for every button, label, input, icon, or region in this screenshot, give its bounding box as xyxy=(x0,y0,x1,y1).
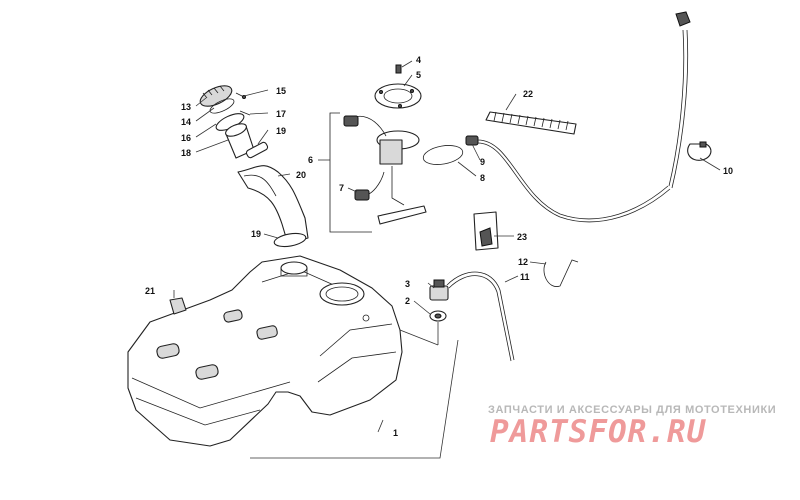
callout-8: 8 xyxy=(480,173,485,183)
filler-neck-adapter xyxy=(225,123,255,159)
hose-clamp-lower xyxy=(273,232,307,248)
callout-2: 2 xyxy=(405,296,410,306)
leader-lines xyxy=(173,60,721,459)
callout-15: 15 xyxy=(276,86,286,96)
tether-clip xyxy=(235,92,251,116)
filler-cap xyxy=(199,85,233,107)
callout-18: 18 xyxy=(181,148,191,158)
vent-tube xyxy=(446,271,515,362)
filler-hose xyxy=(237,165,309,245)
callout-10: 10 xyxy=(723,166,733,176)
pump-gasket xyxy=(422,145,464,165)
foam-pad xyxy=(169,297,187,315)
callout-3: 3 xyxy=(405,279,410,289)
callout-21: 21 xyxy=(145,286,155,296)
fuel-tank xyxy=(127,255,403,447)
callout-9: 9 xyxy=(480,157,485,167)
callouts: 1 2 3 4 5 6 7 8 9 10 11 12 13 14 15 16 1… xyxy=(145,55,733,438)
callout-14: 14 xyxy=(181,117,191,127)
hose-clamp-upper xyxy=(245,141,269,159)
callout-22: 22 xyxy=(523,89,533,99)
fuel-line xyxy=(465,135,671,223)
callout-1: 1 xyxy=(393,428,398,438)
pump-bracket-group xyxy=(329,112,372,233)
callout-4: 4 xyxy=(416,55,421,65)
callout-5: 5 xyxy=(416,70,421,80)
cap-gasket xyxy=(209,98,235,114)
pump-screw xyxy=(395,64,402,74)
protective-sleeve xyxy=(485,111,577,135)
vent-hose xyxy=(668,11,691,189)
callout-12: 12 xyxy=(518,257,528,267)
pump-retaining-ring xyxy=(374,83,422,109)
callout-17: 17 xyxy=(276,109,286,119)
fuel-pump xyxy=(343,115,427,225)
watermark-logo: PARTSFOR.RU xyxy=(490,414,707,450)
callout-7: 7 xyxy=(339,183,344,193)
callout-19-upper: 19 xyxy=(276,126,286,136)
vent-grommet xyxy=(429,310,447,322)
callout-23: 23 xyxy=(517,232,527,242)
callout-19-lower: 19 xyxy=(251,229,261,239)
callout-20: 20 xyxy=(296,170,306,180)
pump-connector xyxy=(354,171,385,201)
cable-tie xyxy=(543,259,579,287)
vent-valve xyxy=(429,279,449,301)
callout-13: 13 xyxy=(181,102,191,112)
callout-16: 16 xyxy=(181,133,191,143)
hose-clip xyxy=(687,141,712,161)
label-decal xyxy=(473,211,499,251)
callout-6: 6 xyxy=(308,155,313,165)
callout-11: 11 xyxy=(520,272,530,282)
watermark-tagline: ЗАПЧАСТИ И АКСЕССУАРЫ ДЛЯ МОТОТЕХНИКИ xyxy=(488,404,777,416)
